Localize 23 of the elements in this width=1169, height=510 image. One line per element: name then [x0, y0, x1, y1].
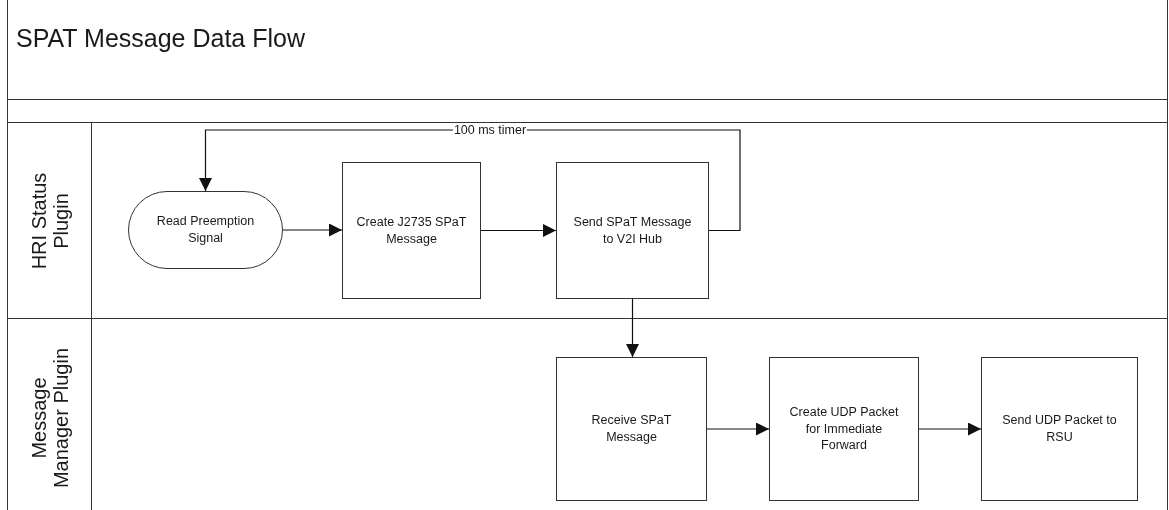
- edge-label: 100 ms timer: [452, 123, 528, 137]
- swimlane: [7, 318, 1168, 510]
- arrow: [199, 129, 741, 232]
- arrow: [706, 422, 770, 436]
- node-text: Create UDP Packet for Immediate Forward: [788, 403, 900, 455]
- lane-title: Message Manager Plugin: [27, 346, 72, 491]
- node-text: Send SPaT Message to V2I Hub: [572, 213, 693, 248]
- arrow: [626, 298, 639, 358]
- process-box: [342, 162, 481, 299]
- arrow: [918, 422, 982, 436]
- node-text: Receive SPaT Message: [590, 412, 673, 446]
- diagram-title: SPAT Message Data Flow: [16, 24, 305, 53]
- arrow: [480, 224, 557, 237]
- lane-title: HRI Status Plugin: [27, 171, 72, 271]
- node-text: Send UDP Packet to RSU: [1001, 412, 1118, 446]
- swimlane: [7, 122, 1168, 319]
- node-text: Create J2735 SPaT Message: [355, 213, 468, 248]
- process-box: [981, 357, 1138, 501]
- process-box: [556, 357, 707, 501]
- arrow: [282, 223, 343, 237]
- process-box: [769, 357, 919, 501]
- process-box: [556, 162, 709, 299]
- node-text: Read Preemption Signal: [155, 213, 256, 247]
